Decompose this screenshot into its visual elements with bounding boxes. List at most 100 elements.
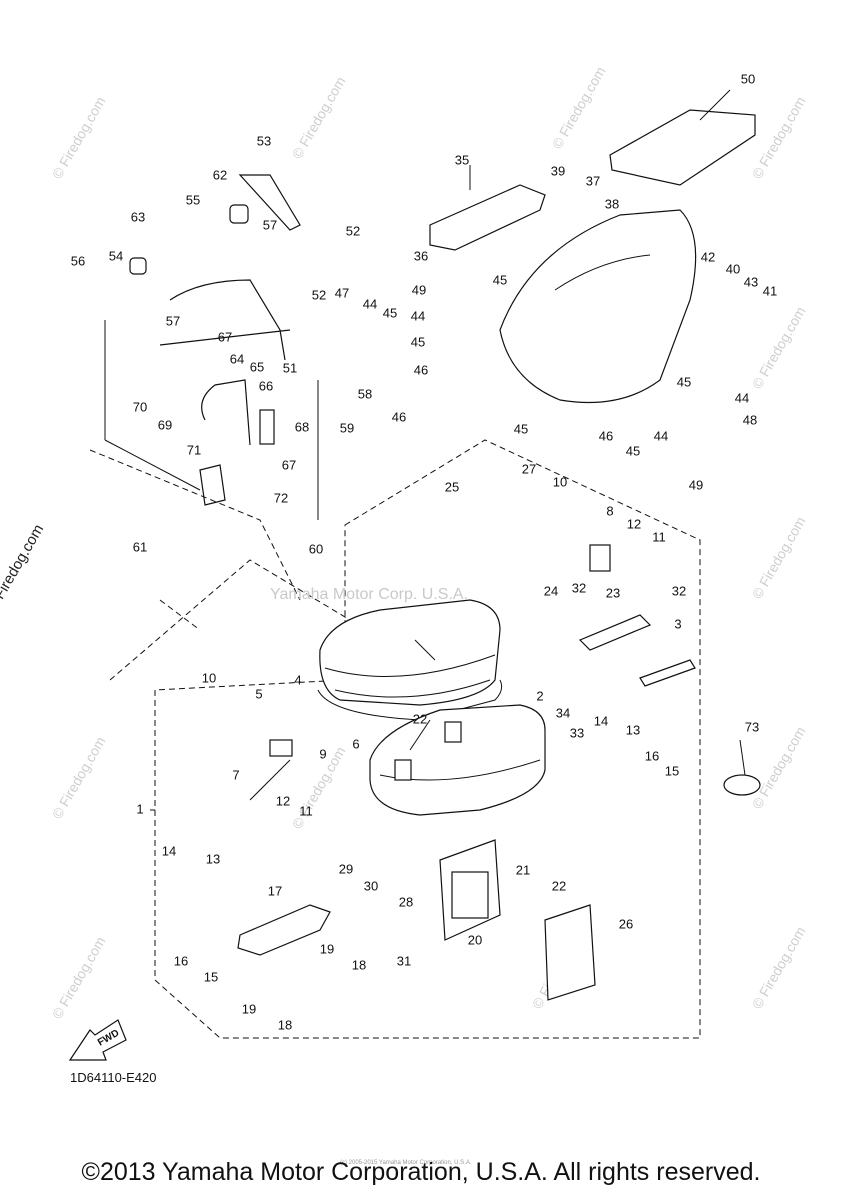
callout: 60 bbox=[309, 541, 323, 556]
latch-8 bbox=[589, 544, 611, 572]
watermark-text: © Firedog.com bbox=[49, 94, 109, 182]
callout: 19 bbox=[242, 1001, 256, 1016]
callout: 21 bbox=[516, 862, 530, 877]
callout: 59 bbox=[340, 420, 354, 435]
watermark-text: © Firedog.com bbox=[749, 304, 809, 392]
callout: 56 bbox=[71, 253, 85, 268]
callout: 67 bbox=[282, 457, 296, 472]
callout: 43 bbox=[744, 274, 758, 289]
callout: 36 bbox=[414, 248, 428, 263]
callout: 57 bbox=[166, 313, 180, 328]
callout: 10 bbox=[202, 670, 216, 685]
callout: 23 bbox=[606, 585, 620, 600]
side-shell bbox=[499, 209, 697, 404]
callout: 52 bbox=[346, 223, 360, 238]
callout: 12 bbox=[627, 516, 641, 531]
watermark-text: © Firedog.com bbox=[549, 64, 609, 152]
callout: 65 bbox=[250, 359, 264, 374]
assembly-boundary bbox=[154, 439, 701, 1039]
callout: 5 bbox=[255, 686, 262, 701]
callout-labels: 1 2 3 4 5 6 7 8 9 10 10 11 11 12 12 13 1… bbox=[71, 71, 777, 1032]
callout: 44 bbox=[363, 296, 377, 311]
mounting-plate-window bbox=[451, 871, 489, 919]
callout: 14 bbox=[594, 713, 608, 728]
callout: 12 bbox=[276, 793, 290, 808]
callout: 16 bbox=[174, 953, 188, 968]
callout: 7 bbox=[232, 767, 239, 782]
watermark-text: © Firedog.com bbox=[49, 734, 109, 822]
callout: 73 bbox=[745, 719, 759, 734]
callout: 22 bbox=[552, 878, 566, 893]
callout: 18 bbox=[352, 957, 366, 972]
callout: 41 bbox=[763, 283, 777, 298]
callout: 48 bbox=[743, 412, 757, 427]
callout: 46 bbox=[414, 362, 428, 377]
callout: 71 bbox=[187, 442, 201, 457]
callout: 58 bbox=[358, 386, 372, 401]
callout: 46 bbox=[599, 428, 613, 443]
callout: 45 bbox=[626, 443, 640, 458]
callout: 34 bbox=[556, 705, 570, 720]
callout: 46 bbox=[392, 409, 406, 424]
callout: 44 bbox=[654, 428, 668, 443]
pad-50 bbox=[609, 109, 756, 186]
callout: 33 bbox=[570, 725, 584, 740]
callout: 40 bbox=[726, 261, 740, 276]
center-watermark: Yamaha Motor Corp. U.S.A. bbox=[270, 586, 468, 603]
cover-23 bbox=[578, 614, 652, 651]
callout: 27 bbox=[522, 461, 536, 476]
leader-lines bbox=[104, 89, 746, 811]
callout: 32 bbox=[672, 583, 686, 598]
callout: 13 bbox=[626, 722, 640, 737]
callout: 18 bbox=[278, 1017, 292, 1032]
callout: 49 bbox=[412, 282, 426, 297]
callout: 32 bbox=[572, 580, 586, 595]
callout: 22 bbox=[413, 711, 427, 726]
callout: 16 bbox=[645, 748, 659, 763]
callout: 2 bbox=[536, 688, 543, 703]
bracket-35 bbox=[429, 184, 546, 251]
watermark-text: © Firedog.com bbox=[49, 934, 109, 1022]
callout: 57 bbox=[263, 217, 277, 232]
reflector-3 bbox=[639, 659, 696, 687]
callout: 66 bbox=[259, 378, 273, 393]
hinge bbox=[237, 904, 331, 956]
callout: 30 bbox=[364, 878, 378, 893]
callout: 1 bbox=[136, 801, 143, 816]
watermark-text: © Firedog.com bbox=[289, 74, 349, 162]
watermark-layer: © Firedog.com © Firedog.com © Firedog.co… bbox=[49, 64, 809, 1022]
callout: 6 bbox=[352, 736, 359, 751]
callout: 69 bbox=[158, 417, 172, 432]
callout: 61 bbox=[133, 539, 147, 554]
diagram-code: 1D64110-E420 bbox=[70, 1070, 157, 1085]
tiny-copyright-note: (c) 2005-2015 Yamaha Motor Corporation, … bbox=[340, 1160, 472, 1166]
callout: 68 bbox=[295, 419, 309, 434]
callout: 70 bbox=[133, 399, 147, 414]
watermark-text: © Firedog.com bbox=[749, 94, 809, 182]
callout: 11 bbox=[652, 529, 666, 544]
callout: 15 bbox=[665, 763, 679, 778]
callout: 52 bbox=[312, 287, 326, 302]
watermark-text: © Firedog.com bbox=[749, 724, 809, 812]
callout: 9 bbox=[319, 746, 326, 761]
support-frame bbox=[129, 174, 301, 506]
callout: 35 bbox=[455, 152, 469, 167]
callout: 4 bbox=[294, 672, 301, 687]
latch-7 bbox=[269, 739, 293, 757]
callout: 29 bbox=[339, 861, 353, 876]
callout: 19 bbox=[320, 941, 334, 956]
callout: 38 bbox=[605, 196, 619, 211]
callout: 31 bbox=[397, 953, 411, 968]
callout: 45 bbox=[493, 272, 507, 287]
callout: 10 bbox=[553, 474, 567, 489]
callout: 47 bbox=[335, 285, 349, 300]
callout: 26 bbox=[619, 916, 633, 931]
fwd-arrow-icon: FWD bbox=[68, 1019, 127, 1061]
callout: 63 bbox=[131, 209, 145, 224]
vehicle-frame-ghost bbox=[89, 449, 351, 681]
callout: 8 bbox=[606, 503, 613, 518]
callout: 45 bbox=[383, 305, 397, 320]
callout: 55 bbox=[186, 192, 200, 207]
